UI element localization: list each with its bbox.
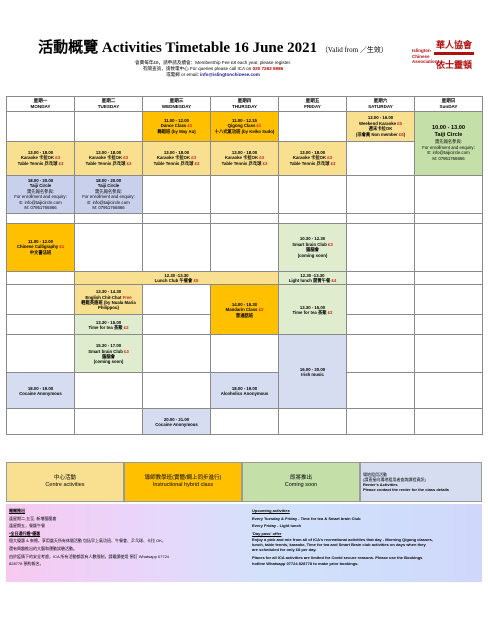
row-evening-2: 20.00 - 21.00 Cocaine Anonymous bbox=[6, 408, 483, 436]
mon-calligraphy-class[interactable]: 11.00 - 12.00 Chinese Calligraphy £1 中文書… bbox=[6, 222, 75, 272]
row-evening-1: 18.00 - 19.00 Cocaine Anonymous 18.00 - … bbox=[6, 372, 483, 410]
email-link[interactable]: info@islingtonchinese.com bbox=[200, 72, 260, 77]
legend-hybrid-class: 導師教學班(實體/網上同步進行)Instructional hybrid cla… bbox=[124, 462, 242, 502]
tue-smart-brain-club[interactable]: 15.30 - 17.00 Smart brain Club £3 腦腦會 (c… bbox=[74, 334, 143, 374]
tue-karaoke[interactable]: 13.00 - 18.00 Karaoke 卡拉OK £3 Table Tenn… bbox=[74, 140, 143, 176]
thu-karaoke[interactable]: 13.00 - 18.00 Karaoke 卡拉OK £3 Table Tenn… bbox=[210, 140, 279, 176]
row-afternoon-karaoke: 13.00 - 18.00 Karaoke 卡拉OK £3 Table Tenn… bbox=[6, 140, 483, 176]
logo-name: Islington Chinese Association bbox=[412, 48, 438, 64]
tue-taiji-circle[interactable]: 18.00 - 20.00 Taiji Circle 需先報名參與: For e… bbox=[74, 174, 143, 214]
fri-light-lunch[interactable]: 12.30 -13.30 Light lunch 開胃午餐 £4 bbox=[278, 270, 347, 286]
svg-text:會: 會 bbox=[463, 39, 473, 51]
svg-text:士: 士 bbox=[445, 59, 454, 71]
fri-irish-music[interactable]: 16.00 - 20.00 Irish music bbox=[278, 334, 347, 410]
wed-dance-class[interactable]: 11.00 - 12.00 Dance Class £1 舞蹈班 (by May… bbox=[142, 110, 211, 142]
svg-text:華: 華 bbox=[436, 39, 445, 51]
tue-english-chit-chat[interactable]: 13.30 - 14.30 English Chit-Chat Free 輕鬆英… bbox=[74, 284, 143, 316]
mon-karaoke[interactable]: 13.00 - 18.00 Karaoke 卡拉OK £3 Table Tenn… bbox=[6, 140, 75, 176]
email-line: 或電郵 or email: info@islingtonchinese.com bbox=[18, 72, 408, 78]
valid-from-text: （Valid from ／生效） bbox=[320, 46, 388, 54]
row-morning: 11.00 - 12.00 Dance Class £1 舞蹈班 (by May… bbox=[6, 110, 483, 176]
svg-text:協: 協 bbox=[454, 39, 463, 51]
header: 活動概覽 Activities Timetable 16 June 2021 （… bbox=[0, 0, 488, 92]
fri-smart-brain-club[interactable]: 10.30 - 12.30 Smart brain Club £3 腦腦會 (c… bbox=[278, 222, 347, 272]
row-lunch: 12.30 -13.30 Lunch Club 午餐會 £5 12.30 -13… bbox=[6, 270, 483, 286]
queries-text: 有關查詢，請致電中心 For queries please call ICA o… bbox=[142, 66, 253, 71]
email-label: 或電郵 or email: bbox=[166, 72, 201, 77]
wed-cocaine-anonymous[interactable]: 20.00 - 21.00 Cocaine Anonymous bbox=[142, 408, 211, 436]
legend-renter-activities: 場地租用活動(請直接向場地租用者查詢課程資訊) Renter's Activit… bbox=[360, 462, 482, 502]
wed-karaoke[interactable]: 13.00 - 18.00 Karaoke 卡拉OK £3 Table Tenn… bbox=[142, 140, 211, 176]
thu-mandarin-class[interactable]: 14.00 - 15.30 Mandarin Class £2 普通話班 bbox=[210, 284, 279, 336]
thu-qigong-class[interactable]: 11.00 - 12.15 Qigong Class £1 十八式氣功班 (by… bbox=[210, 110, 279, 142]
sun-taiji-circle[interactable]: 10.00 - 13.00 Taiji Circle 需先報名參與: For e… bbox=[414, 110, 483, 176]
title-text: 活動概覽 Activities Timetable 16 June 2021 bbox=[38, 40, 318, 56]
row-evening-taiji: 18.00 - 20.00 Taiji Circle 需先報名參與: For e… bbox=[6, 174, 483, 214]
notes-chinese: 開開推出 逢星期二,五至, 新增腦腦會 逢星期五，餐飯午餐 *全日通行證*優惠 … bbox=[9, 508, 170, 567]
svg-text:依: 依 bbox=[436, 59, 446, 71]
queries-line: 有關查詢，請致電中心 For queries please call ICA o… bbox=[18, 66, 408, 72]
thu-alcoholics-anonymous[interactable]: 18.00 - 19.00 Alcoholics Anonymous bbox=[210, 372, 279, 410]
row-gap bbox=[6, 212, 483, 224]
tue-time-for-tea[interactable]: 13.30 - 15.00 Time for tea 茶聚 £2 bbox=[74, 314, 143, 336]
row-afternoon-1: 13.30 - 14.30 English Chit-Chat Free 輕鬆英… bbox=[6, 284, 483, 336]
ica-logo: Islington Chinese Association 華人協會 依士靈頓 bbox=[412, 38, 474, 78]
phone-number[interactable]: 020 7263 5986 bbox=[252, 66, 284, 71]
notes-english: Upcoming activities Every Tuesday & Frid… bbox=[252, 508, 433, 567]
svg-text:人: 人 bbox=[444, 39, 455, 51]
fri-karaoke[interactable]: 13.00 - 18.00 Karaoke 卡拉OK £3 Table Tenn… bbox=[278, 140, 347, 176]
sat-weekend-karaoke[interactable]: 13.00 - 16.00 Weekend Karaoke £5 週末卡拉OK … bbox=[346, 110, 415, 142]
row-afternoon-3: 15.30 - 17.00 Smart brain Club £3 腦腦會 (c… bbox=[6, 334, 483, 410]
page-title: 活動概覽 Activities Timetable 16 June 2021 （… bbox=[18, 40, 408, 58]
fri-time-for-tea[interactable]: 13.30 - 15.00 Time for tea 茶聚 £2 bbox=[278, 284, 347, 336]
row-late-morning: 11.00 - 12.00 Chinese Calligraphy £1 中文書… bbox=[6, 222, 483, 272]
mon-taiji-circle[interactable]: 18.00 - 20.00 Taiji Circle 需先報名參與: For e… bbox=[6, 174, 75, 214]
notes-panel: 開開推出 逢星期二,五至, 新增腦腦會 逢星期五，餐飯午餐 *全日通行證*優惠 … bbox=[6, 504, 482, 582]
membership-line: 會費每年£8，請申請及續會：Membership Fee £8 each yea… bbox=[135, 60, 291, 65]
mon-cocaine-anonymous[interactable]: 18.00 - 19.00 Cocaine Anonymous bbox=[6, 372, 75, 410]
lunch-club[interactable]: 12.30 -13.30 Lunch Club 午餐會 £5 bbox=[74, 270, 279, 286]
logo-seal-icon: 華人協會 依士靈頓 bbox=[434, 39, 474, 71]
svg-text:頓: 頓 bbox=[463, 59, 472, 71]
svg-text:靈: 靈 bbox=[454, 59, 463, 71]
